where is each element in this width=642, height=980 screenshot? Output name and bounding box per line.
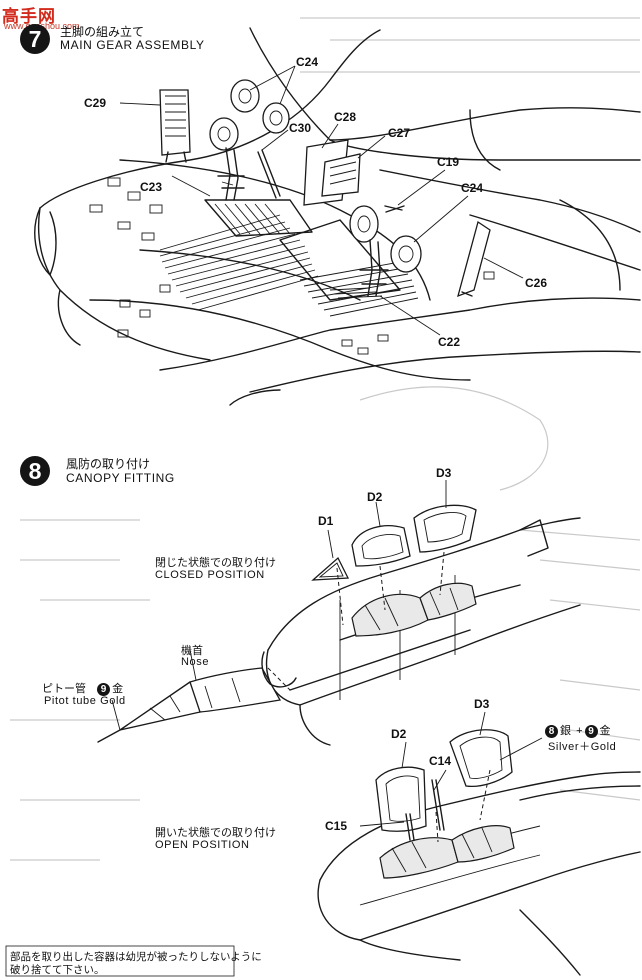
part-label-c22: C22 bbox=[438, 335, 461, 349]
part-label-c24-top: C24 bbox=[296, 55, 319, 69]
print-through bbox=[10, 17, 641, 861]
part-label-d3-open: D3 bbox=[474, 697, 490, 711]
step7-title-jp: 主脚の組み立て bbox=[60, 25, 145, 39]
watermark-logo: 高手网 bbox=[2, 7, 56, 26]
part-label-d2-open: D2 bbox=[391, 727, 407, 741]
footer-note-line1: 部品を取り出した容器は幼児が被ったりしないように bbox=[10, 951, 262, 963]
part-label-c26: C26 bbox=[525, 276, 548, 290]
gold-text-jp: 金 bbox=[599, 725, 611, 737]
part-label-c27: C27 bbox=[388, 126, 411, 140]
step8-parts bbox=[111, 480, 543, 843]
part-label-c28: C28 bbox=[334, 110, 357, 124]
pitot-color-jp: 金 bbox=[112, 683, 124, 695]
part-label-c30: C30 bbox=[289, 121, 312, 135]
part-label-c19: C19 bbox=[437, 155, 460, 169]
step8-title-en: CANOPY FITTING bbox=[66, 471, 175, 485]
paint-number-badge: 9 bbox=[97, 682, 111, 696]
paint-number-badge: 9 bbox=[584, 724, 598, 738]
part-label-c23: C23 bbox=[140, 180, 163, 194]
part-label-c15: C15 bbox=[325, 819, 348, 833]
part-label-c14: C14 bbox=[429, 754, 452, 768]
part-label-d3-closed: D3 bbox=[436, 466, 452, 480]
step8-title-jp: 風防の取り付け bbox=[66, 457, 151, 471]
footer-note-line2: 破り捨てて下さい。 bbox=[10, 964, 105, 976]
footer-warning-box bbox=[5, 945, 235, 977]
part-label-c24-side: C24 bbox=[461, 181, 484, 195]
paint-number-badge: 8 bbox=[545, 724, 558, 738]
pitot-label-en: Pitot tube Gold bbox=[44, 695, 126, 707]
step7-title-en: MAIN GEAR ASSEMBLY bbox=[60, 38, 205, 52]
silver-text-jp: 銀 bbox=[560, 725, 571, 737]
nose-label-jp: 機首 bbox=[181, 645, 203, 657]
part-label-d2-closed: D2 bbox=[367, 490, 383, 504]
closed-position-jp: 閉じた状態での取り付け bbox=[155, 557, 276, 569]
pitot-text-jp: ピトー管 bbox=[42, 683, 86, 695]
step7-airframe bbox=[34, 27, 641, 406]
open-position-en: OPEN POSITION bbox=[155, 839, 250, 851]
silver-gold-label-en: Silver＋Gold bbox=[548, 741, 617, 753]
part-label-d1: D1 bbox=[318, 514, 334, 528]
nose-label-en: Nose bbox=[181, 656, 210, 668]
step7-parts bbox=[119, 65, 524, 336]
closed-position-en: CLOSED POSITION bbox=[155, 569, 265, 581]
step8-airframe bbox=[97, 517, 641, 976]
step7-number-badge: 7 bbox=[20, 24, 50, 54]
step8-number-badge: 8 bbox=[20, 456, 50, 486]
open-position-jp: 開いた状態での取り付け bbox=[155, 827, 276, 839]
part-label-c29: C29 bbox=[84, 96, 107, 110]
